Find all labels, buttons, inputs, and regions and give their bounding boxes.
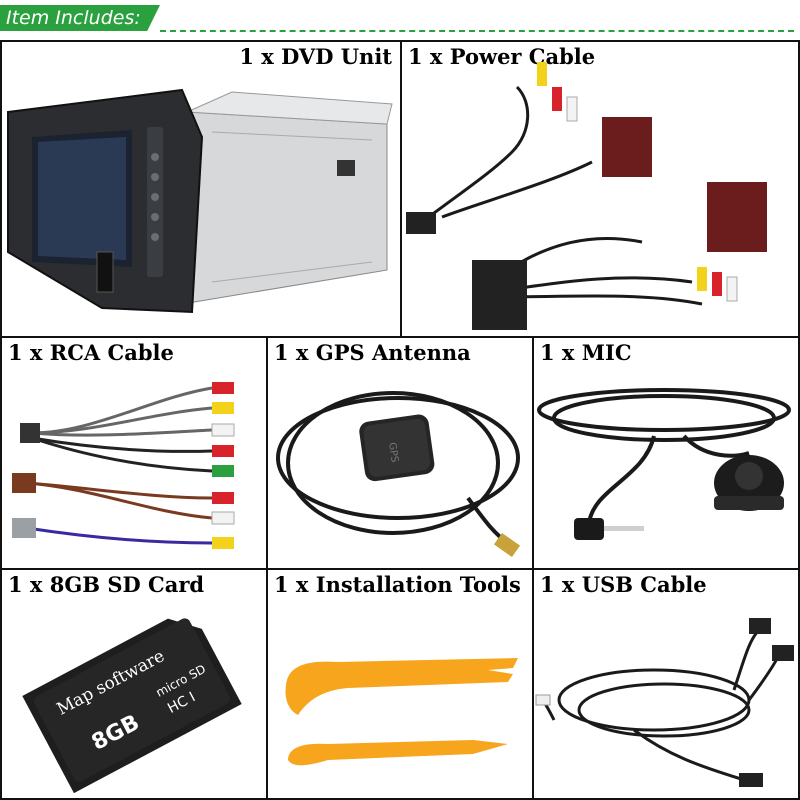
usb-cable-image (535, 618, 794, 787)
pry-tool-1 (285, 658, 518, 715)
banner-divider (160, 30, 794, 32)
item-label: 1 x Power Cable (408, 44, 596, 69)
power-cable-image (406, 62, 767, 330)
item-label: 1 x Installation Tools (274, 572, 521, 597)
item-mic: 1 x MIC (532, 336, 800, 570)
item-label: 1 x RCA Cable (8, 340, 174, 365)
dvd-unit-image (7, 88, 393, 314)
item-gps-antenna: 1 x GPS Antenna GPS (266, 336, 534, 570)
item-label: 1 x MIC (540, 340, 632, 365)
gps-text: GPS (386, 442, 400, 463)
gps-antenna-image: GPS (276, 391, 521, 558)
rca-cable-image (12, 382, 235, 549)
item-dvd-unit: 1 x DVD Unit (0, 40, 402, 338)
item-label: 1 x GPS Antenna (274, 340, 471, 365)
mic-image (537, 388, 791, 540)
item-label: 1 x USB Cable (540, 572, 707, 597)
item-rca-cable: 1 x RCA Cable (0, 336, 268, 570)
item-sd-card: 1 x 8GB SD Card Map software 8GB micro S… (0, 568, 268, 800)
banner-title: Item Includes: (6, 7, 141, 29)
banner-tab (0, 5, 160, 31)
item-label: 1 x 8GB SD Card (8, 572, 205, 597)
item-label: 1 x DVD Unit (239, 44, 392, 69)
item-power-cable: 1 x Power Cable (400, 40, 800, 338)
pry-tool-2 (288, 740, 508, 766)
installation-tools-image (285, 658, 518, 766)
header-banner: Item Includes: (0, 0, 800, 38)
sd-card-image: Map software 8GB micro SD HC I (22, 618, 242, 794)
item-usb-cable: 1 x USB Cable (532, 568, 800, 800)
items-grid: 1 x DVD Unit 1 x Power Cable (0, 40, 800, 800)
item-installation-tools: 1 x Installation Tools (266, 568, 534, 800)
